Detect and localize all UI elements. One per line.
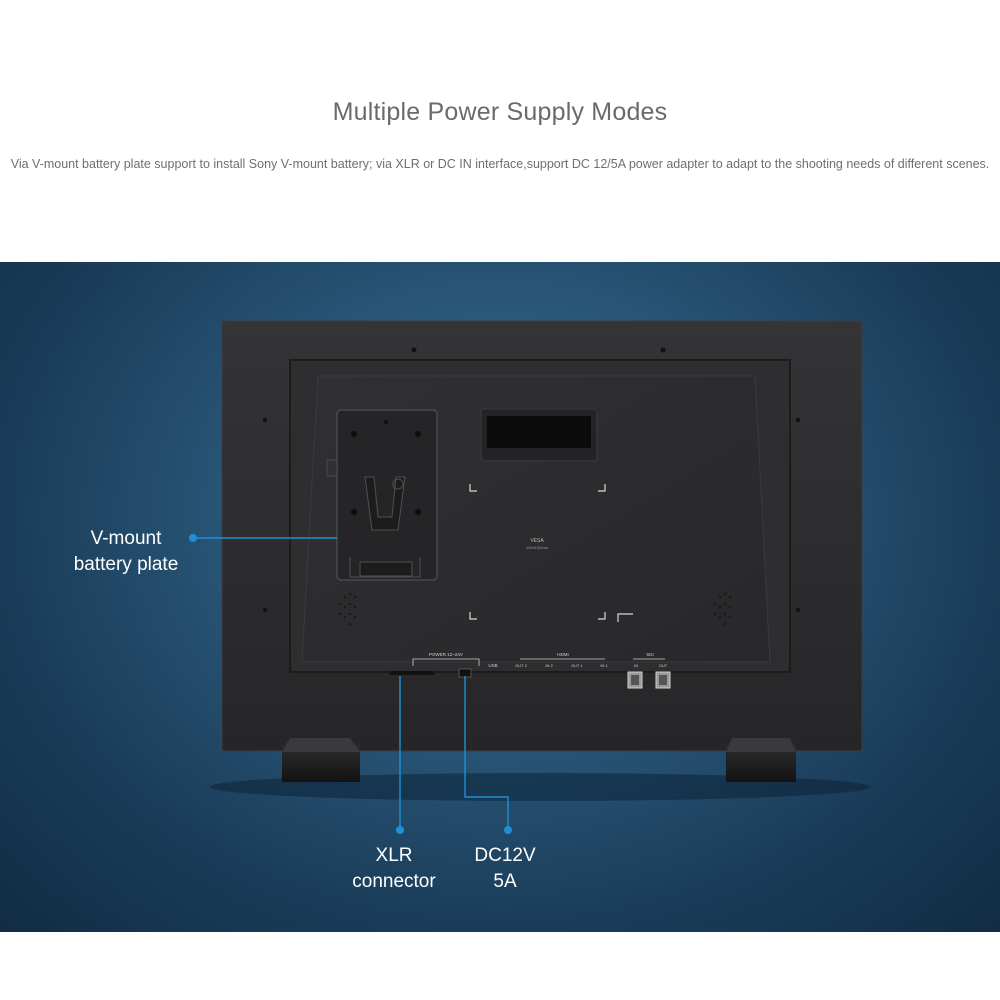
product-photo: VESA 100x100mm (0, 262, 1000, 932)
xlr-callout-label: XLR connector (334, 843, 454, 895)
hdmi-label: HDMI (557, 652, 569, 657)
sdi-in-label: IN (634, 663, 638, 668)
vmount-label-line1: V-mount (90, 528, 162, 549)
speaker-grille-right (713, 592, 732, 626)
connector-brackets (412, 658, 665, 666)
hdmi-out1-label: OUT 1 (571, 663, 583, 668)
dc-callout-line (464, 676, 509, 830)
usb-label: USB (488, 663, 497, 668)
handle-slot (487, 416, 591, 448)
monitor-feet (282, 738, 796, 782)
dc-port (458, 668, 472, 678)
vmount-battery-plate (326, 409, 438, 581)
vmount-label-line2: battery plate (73, 554, 179, 575)
sdi-out-label: OUT (659, 663, 668, 668)
xlr-port (390, 671, 434, 675)
hdmi-in2-label: IN 2 (545, 663, 553, 668)
callout-lines (194, 537, 509, 830)
vesa-size-label: 100x100mm (526, 545, 549, 550)
monitor-shadow (210, 773, 870, 801)
page-description: Via V-mount battery plate support to ins… (10, 157, 990, 171)
hdmi-out2-label: OUT 2 (515, 663, 527, 668)
xlr-callout-dot (396, 826, 404, 834)
connector-labels: POWER 12~24V USB HDMI OUT 2 IN 2 OUT 1 I… (429, 652, 668, 668)
sdi-ports (627, 671, 671, 689)
page-title: Multiple Power Supply Modes (332, 98, 668, 126)
dc-callout-label: DC12V 5A (455, 843, 555, 895)
hdmi-in1-label: IN 1 (600, 663, 608, 668)
vmount-callout-dot (189, 534, 197, 542)
footer-space (0, 932, 1000, 1000)
xlr-label-line2: connector (352, 871, 436, 892)
header-section: Multiple Power Supply Modes Via V-mount … (0, 0, 1000, 262)
frame-screws (262, 347, 801, 613)
monitor-illustration: VESA 100x100mm (189, 320, 870, 834)
vesa-markers (469, 484, 633, 622)
xlr-label-line1: XLR (375, 845, 413, 866)
dc-label-line1: DC12V (474, 845, 536, 866)
callout-dots (189, 534, 512, 834)
vesa-label: VESA (530, 538, 544, 544)
power-label: POWER 12~24V (429, 652, 463, 657)
sdi-label: SDI (646, 652, 654, 657)
speaker-grille-left (338, 592, 357, 626)
dc-callout-dot (504, 826, 512, 834)
dc-label-line2: 5A (493, 871, 517, 892)
vmount-callout-label: V-mount battery plate (56, 526, 196, 578)
